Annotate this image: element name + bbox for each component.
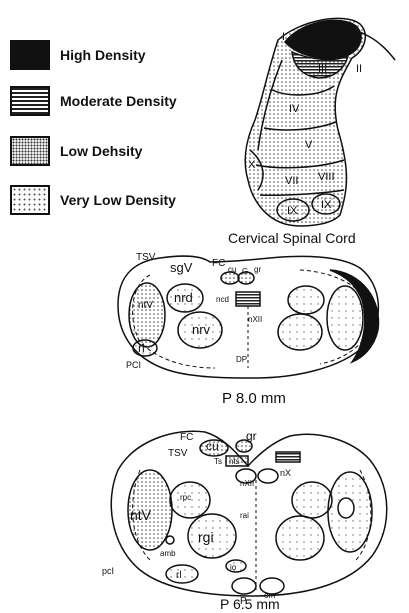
lamina-label: VII (285, 175, 298, 187)
p8-label: ncd (216, 295, 229, 304)
p8-right-ntv (327, 286, 363, 350)
p65-right-dark (338, 498, 354, 518)
p8-label: nrd (174, 290, 193, 305)
p8-label: G (242, 267, 248, 276)
p65-label: rai (240, 511, 249, 520)
p65-label: TSV (168, 448, 188, 459)
p8-label: cu (228, 265, 236, 274)
lamina-label: II (356, 63, 362, 75)
p8-label: TSV (136, 252, 156, 263)
p8-label: rl (138, 341, 145, 355)
p8-ntv (129, 283, 165, 347)
cervical-caption: Cervical Spinal Cord (228, 230, 356, 246)
lamina-label: VIII (318, 171, 335, 183)
p65-label: ntV (130, 507, 152, 523)
p65-label: Ts (214, 457, 222, 466)
section-p65-diagram (111, 431, 387, 596)
lamina-label: X (248, 159, 256, 171)
p65-label: FC (180, 432, 193, 443)
p8-label: gr (254, 265, 261, 274)
p65-nx-right (276, 452, 300, 462)
p8-label: sgV (170, 260, 193, 275)
lamina-label: III (318, 63, 327, 75)
p8-label: ntV (138, 300, 153, 311)
p65-label: amb (160, 549, 176, 558)
p65-label: nX (280, 468, 291, 478)
p8-label: FC (212, 258, 225, 269)
p8-right-nrd (288, 286, 324, 314)
p65-right-rgi (276, 516, 324, 560)
p65-label: rgi (198, 529, 214, 545)
p8-caption: P 8.0 mm (222, 390, 286, 407)
p65-nxii-right (258, 469, 278, 483)
p65-label: rl (176, 570, 182, 581)
p8-ncd (236, 292, 260, 306)
p65-label: cu (206, 439, 219, 453)
p65-caption: P 6.5 mm (220, 596, 280, 612)
p65-label: nts (229, 457, 240, 466)
p8-label: nXII (248, 315, 262, 324)
p65-pyramid-left (232, 578, 256, 594)
p65-label: gr (246, 429, 257, 443)
p8-rl (133, 340, 157, 356)
cervical-spinal-cord-diagram (245, 18, 395, 226)
lamina-label: IX (321, 199, 332, 211)
p65-label: rpc (180, 493, 191, 502)
lamina-label: IX (287, 205, 298, 217)
p65-label: pcI (102, 566, 114, 576)
p8-label: DP (236, 355, 247, 364)
p8-right-nrv (278, 314, 322, 350)
p65-label: io (230, 563, 237, 572)
p65-label: nXII (240, 479, 254, 488)
lamina-label: I (282, 31, 285, 43)
p65-rl (166, 565, 198, 583)
p8-label: PCI (126, 360, 141, 370)
p8-label: nrv (192, 322, 211, 337)
lamina-label: IV (289, 103, 300, 115)
lamina-label: V (305, 139, 313, 151)
p65-right-rpc (292, 482, 332, 518)
